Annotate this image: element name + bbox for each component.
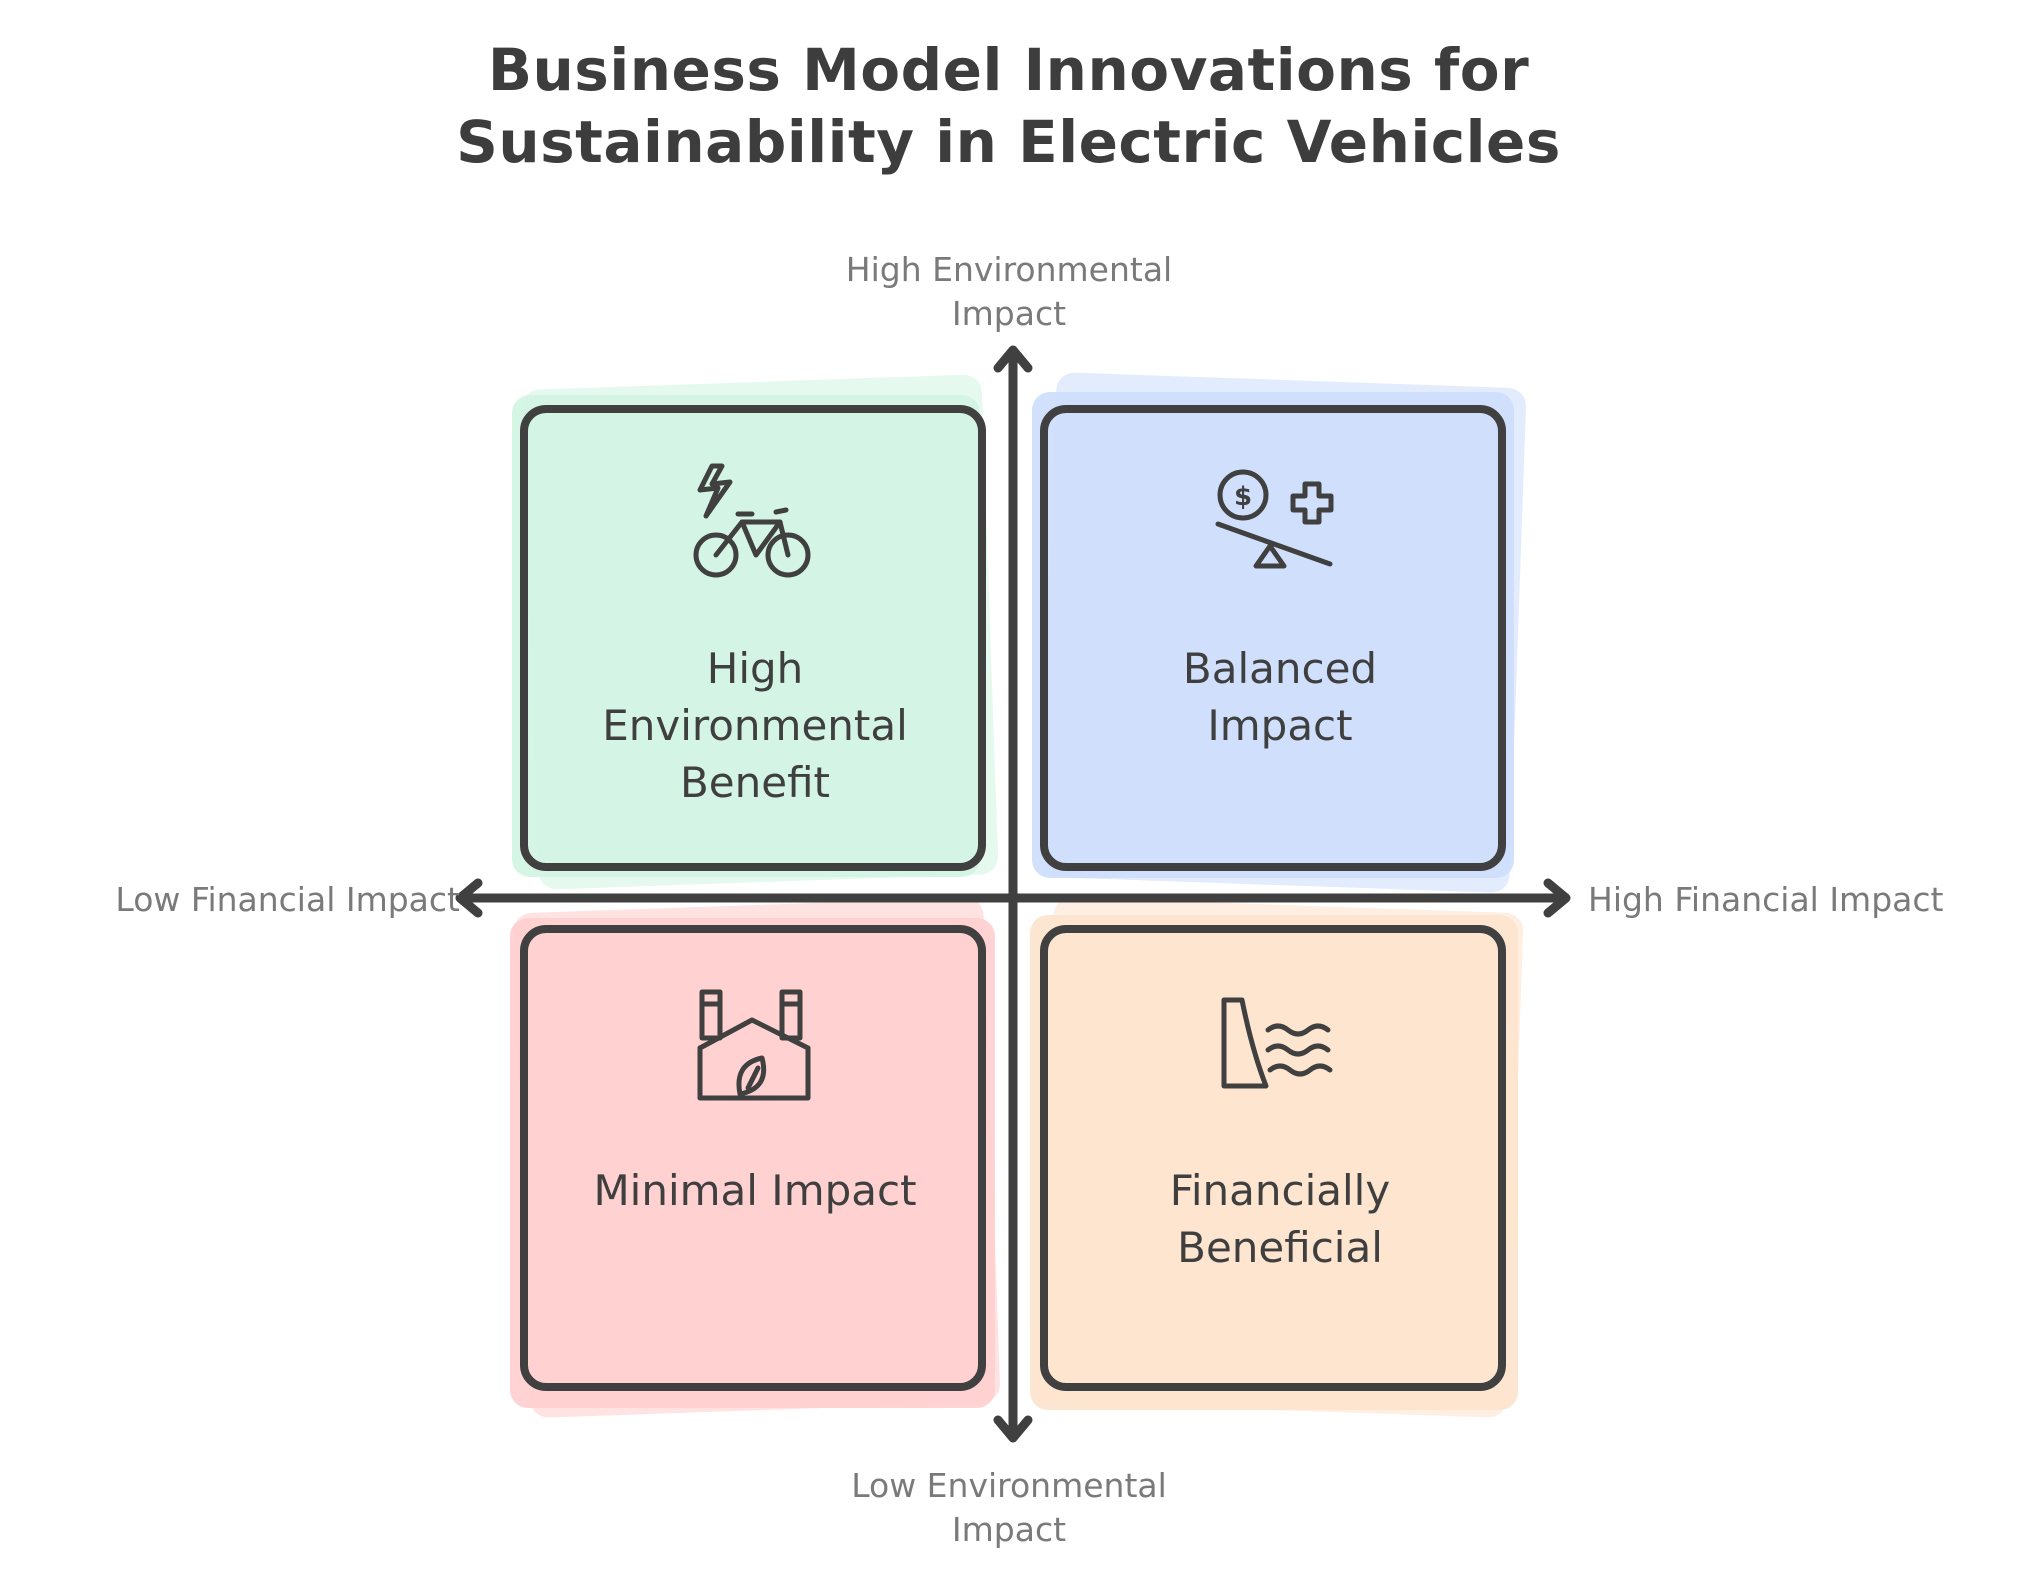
y-axis-arrow-top [993,345,1033,373]
eco-factory-icon [697,989,811,1101]
quadrant-bottom-right-border [1040,925,1506,1391]
svg-text:$: $ [1234,482,1252,512]
x-axis-right-label: High Financial Impact [1588,880,1944,919]
axes [455,345,1571,1443]
quadrant-top-left-label-line-1: High [706,644,804,693]
electric-bike-icon [693,463,811,578]
quadrant-top-right-label: Balanced Impact [1050,640,1510,754]
x-axis-arrow-left [455,878,483,918]
y-axis-arrow-bottom [993,1415,1033,1443]
y-axis-bottom-label: Low Environmental Impact [814,1464,1204,1552]
balance-scale-icon: $ [1215,469,1334,569]
y-axis-bottom-label-line-1: Low Environmental [851,1466,1167,1505]
quadrant-top-left-label-line-3: Benefit [679,758,831,807]
quadrant-top-left-label: High Environmental Benefit [525,640,985,811]
quadrant-top-right-label-line-1: Balanced [1182,644,1378,693]
quadrant-bottom-left-border [520,925,986,1391]
quadrant-top-left-fill-offset [522,374,999,890]
title-line-2: Sustainability in Electric Vehicles [456,108,1561,176]
quadrant-bottom-right-fill-offset [1037,897,1524,1418]
title-line-1: Business Model Innovations for [487,36,1530,104]
y-axis-bottom-label-line-2: Impact [951,1510,1067,1549]
quadrant-top-right [1032,372,1526,893]
y-axis-top-label-line-1: High Environmental [845,250,1173,289]
quadrant-bottom-right [1030,897,1524,1418]
quadrant-top-left [512,374,999,890]
diagram-title: Business Model Innovations for Sustainab… [0,34,2017,178]
y-axis-top-label: High Environmental Impact [814,248,1204,336]
quadrant-top-right-fill-offset [1039,372,1526,893]
quadrant-top-left-border [520,405,986,871]
quadrant-bottom-right-label: Financially Beneficial [1050,1162,1510,1276]
quadrant-top-right-border [1040,405,1506,871]
quadrant-bottom-left-label-line-1: Minimal Impact [593,1166,917,1215]
quadrant-bottom-left-fill-offset [513,897,1000,1418]
quadrant-top-right-label-line-2: Impact [1207,701,1353,750]
quadrant-bottom-left [510,897,1000,1418]
hydro-dam-icon [1221,997,1333,1089]
x-axis-arrow-right [1543,878,1571,918]
quadrant-bottom-left-label: Minimal Impact [525,1162,985,1219]
quadrant-top-left-label-line-2: Environmental [602,701,908,750]
quadrant-bottom-right-label-line-2: Beneficial [1177,1223,1383,1272]
x-axis-left-label: Low Financial Impact [115,880,460,919]
y-axis-top-label-line-2: Impact [951,294,1067,333]
quadrant-bottom-right-label-line-1: Financially [1169,1166,1391,1215]
